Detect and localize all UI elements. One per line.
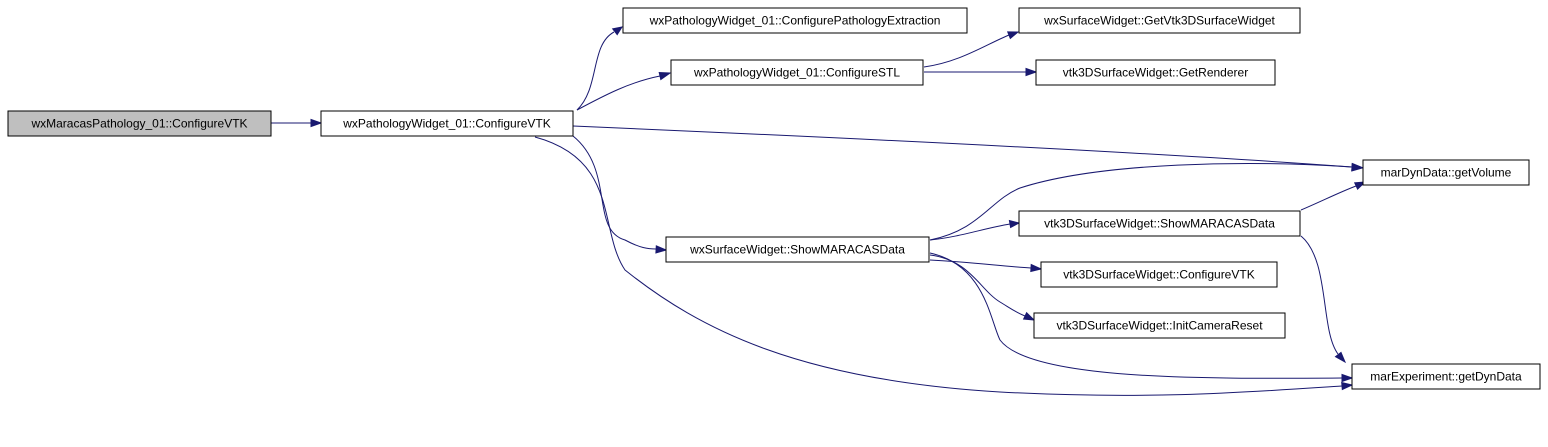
edge-sw-showdata-to-v3d-showdata <box>929 219 1021 241</box>
node-label: vtk3DSurfaceWidget::GetRenderer <box>1063 66 1248 80</box>
node-label: vtk3DSurfaceWidget::InitCameraReset <box>1056 319 1263 333</box>
node-v3d-showdata[interactable]: vtk3DSurfaceWidget::ShowMARACASData <box>1018 210 1301 237</box>
edge-v3d-showdata-to-dyn-volume <box>1300 181 1367 211</box>
node-layer: wxMaracasPathology_01::ConfigureVTK wxPa… <box>7 7 1541 390</box>
node-pw-configurevtk[interactable]: wxPathologyWidget_01::ConfigureVTK <box>320 110 574 137</box>
node-v3d-camera[interactable]: vtk3DSurfaceWidget::InitCameraReset <box>1033 312 1286 339</box>
edge-pw-configurevtk-to-sw-showdata <box>572 135 668 254</box>
edge-layer <box>271 26 1367 396</box>
node-label: vtk3DSurfaceWidget::ConfigureVTK <box>1063 268 1254 282</box>
edge-pw-stl-to-sw-getvtk3d <box>923 31 1020 68</box>
node-label: wxPathologyWidget_01::ConfigureVTK <box>342 117 550 131</box>
edge-sw-showdata-to-v3d-camera <box>929 254 1036 321</box>
edge-sw-showdata-to-exp-dyndata <box>929 252 1354 383</box>
node-root[interactable]: wxMaracasPathology_01::ConfigureVTK <box>7 110 272 137</box>
node-label: marExperiment::getDynData <box>1370 370 1522 384</box>
edge-pw-configurevtk-to-exp-dyndata <box>534 136 1354 396</box>
node-label: wxSurfaceWidget::GetVtk3DSurfaceWidget <box>1043 14 1275 28</box>
node-pw-extraction[interactable]: wxPathologyWidget_01::ConfigurePathology… <box>622 7 968 34</box>
node-sw-getvtk3d[interactable]: wxSurfaceWidget::GetVtk3DSurfaceWidget <box>1018 7 1301 34</box>
edge-root-to-pw-configurevtk <box>271 118 323 128</box>
node-label: marDynData::getVolume <box>1381 166 1512 180</box>
node-label: wxMaracasPathology_01::ConfigureVTK <box>30 117 247 131</box>
node-v3d-configurevtk[interactable]: vtk3DSurfaceWidget::ConfigureVTK <box>1040 261 1278 288</box>
edge-pw-stl-to-v3d-renderer <box>924 67 1038 77</box>
edge-v3d-showdata-to-exp-dyndata <box>1300 235 1347 364</box>
node-sw-showdata[interactable]: wxSurfaceWidget::ShowMARACASData <box>665 236 930 263</box>
edge-pw-configurevtk-to-pw-extraction <box>576 26 624 111</box>
edge-sw-showdata-to-v3d-configurevtk <box>929 259 1043 273</box>
node-label: wxPathologyWidget_01::ConfigureSTL <box>693 66 900 80</box>
node-v3d-renderer[interactable]: vtk3DSurfaceWidget::GetRenderer <box>1035 59 1276 86</box>
node-dyn-volume[interactable]: marDynData::getVolume <box>1362 159 1530 186</box>
node-exp-dyndata[interactable]: marExperiment::getDynData <box>1351 363 1541 390</box>
node-pw-stl[interactable]: wxPathologyWidget_01::ConfigureSTL <box>670 59 924 86</box>
node-label: vtk3DSurfaceWidget::ShowMARACASData <box>1044 217 1275 231</box>
node-label: wxSurfaceWidget::ShowMARACASData <box>689 243 905 257</box>
edge-pw-configurevtk-to-pw-stl <box>576 71 672 111</box>
node-label: wxPathologyWidget_01::ConfigurePathology… <box>649 14 941 28</box>
edge-sw-showdata-to-dyn-volume <box>929 163 1364 241</box>
